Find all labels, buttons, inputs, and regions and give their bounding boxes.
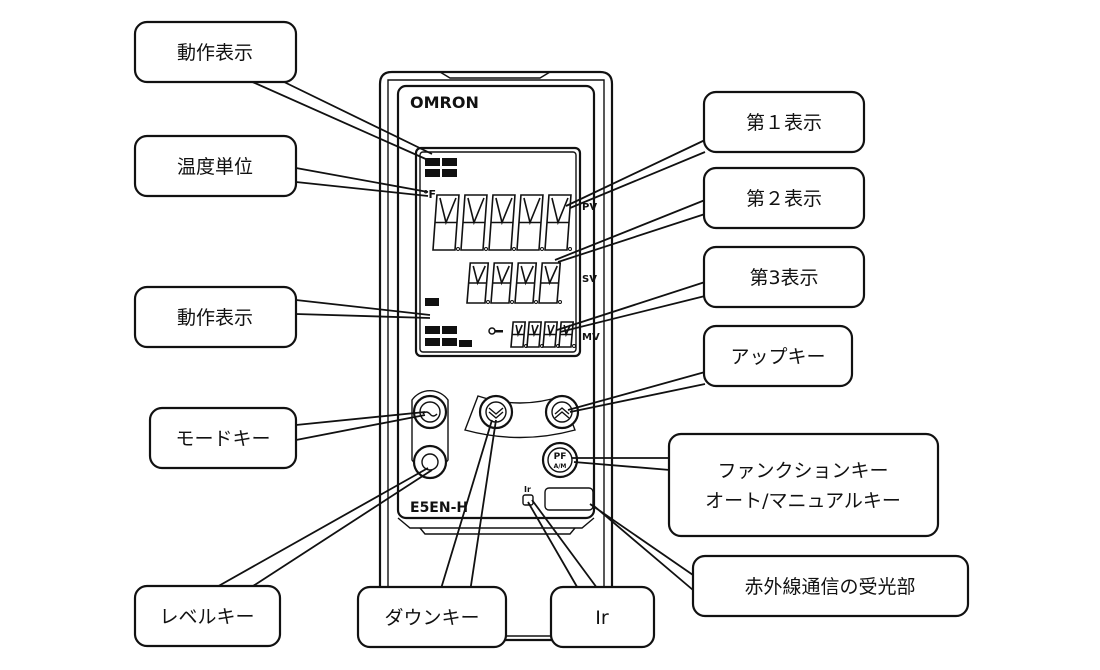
indicator-cmw	[425, 326, 440, 334]
svg-text:Ir: Ir	[595, 607, 609, 629]
callout-operation-indicator-top: 動作表示	[133, 20, 298, 84]
lcd-frame	[414, 146, 582, 358]
pv-label: PV	[582, 202, 597, 213]
svg-text:第１表示: 第１表示	[746, 112, 822, 134]
sv-digit	[514, 262, 538, 304]
svg-text:温度単位: 温度単位	[177, 156, 253, 178]
svg-text:第3表示: 第3表示	[749, 267, 818, 289]
pv-display: PV	[432, 194, 597, 251]
ir-device-label: Ir	[524, 485, 531, 494]
callout-ir-receiver: 赤外線通信の受光部	[691, 554, 970, 618]
callout-function-key: ファンクションキー オート/マニュアルキー	[667, 432, 940, 538]
pv-digit	[488, 194, 516, 251]
indicator-out1	[425, 338, 440, 346]
svg-text:動作表示: 動作表示	[177, 42, 253, 64]
indicator-out2	[442, 338, 457, 346]
am-key-text: A/M	[554, 463, 567, 470]
indicator-ha	[425, 169, 440, 177]
callout-operation-indicator-bottom: 動作表示	[133, 285, 298, 349]
leader-lines	[214, 79, 706, 593]
ir-receiver-window	[544, 487, 594, 511]
svg-text:動作表示: 動作表示	[177, 307, 253, 329]
callout-ir: Ir	[549, 585, 656, 649]
down-arrow-icon	[488, 407, 504, 419]
mv-display: MV	[510, 321, 600, 348]
indicator-stop	[425, 298, 439, 306]
operation-indicators-bottom	[425, 298, 472, 347]
indicator-out3	[459, 340, 472, 347]
svg-text:オート/マニュアルキー: オート/マニュアルキー	[705, 490, 901, 512]
down-key-button[interactable]	[478, 394, 514, 430]
sv-label: SV	[582, 274, 597, 285]
sv-display: SV	[466, 262, 597, 304]
level-key-button[interactable]	[412, 444, 448, 480]
indicator-sub2	[442, 158, 457, 166]
svg-text:ダウンキー: ダウンキー	[384, 607, 479, 629]
mode-key-button[interactable]	[412, 394, 448, 430]
indicator-sub1	[425, 158, 440, 166]
sv-digit	[538, 262, 562, 304]
indicator-mw	[442, 326, 457, 334]
callout-down-key: ダウンキー	[356, 585, 508, 649]
callout-display-1: 第１表示	[702, 90, 866, 154]
svg-text:赤外線通信の受光部: 赤外線通信の受光部	[744, 576, 915, 598]
callout-up-key: アップキー	[702, 324, 854, 388]
key-lock-icon	[488, 327, 503, 335]
up-arrow-icon	[554, 407, 570, 419]
function-key-button[interactable]: PF A/M	[541, 441, 579, 479]
pv-digit	[460, 194, 488, 251]
mv-label: MV	[582, 332, 600, 343]
brand-logo: OMRON	[410, 93, 479, 112]
indicator-sub3	[442, 169, 457, 177]
pv-digit	[516, 194, 544, 251]
pv-digit	[432, 194, 460, 251]
svg-text:レベルキー: レベルキー	[159, 606, 254, 628]
svg-text:第２表示: 第２表示	[746, 188, 822, 210]
operation-indicators-top	[425, 158, 457, 177]
sv-digit	[490, 262, 514, 304]
svg-text:モードキー: モードキー	[175, 428, 270, 450]
controller-device: OMRON °F PV SV MV	[378, 70, 614, 642]
top-latch	[439, 71, 551, 79]
model-label: E5EN-H	[410, 500, 468, 516]
bottom-latch-1	[397, 517, 595, 529]
callout-temperature-unit: 温度単位	[133, 134, 298, 198]
level-icon	[421, 453, 439, 471]
temp-unit-symbol: °F	[423, 188, 436, 201]
svg-text:ファンクションキー: ファンクションキー	[717, 460, 888, 482]
sv-digit	[466, 262, 490, 304]
callout-display-2: 第２表示	[702, 166, 866, 230]
bottom-latch-2	[419, 527, 576, 535]
pf-key-text: PF	[554, 452, 567, 462]
svg-text:アップキー: アップキー	[730, 346, 825, 368]
pv-digit	[544, 194, 572, 251]
callout-level-key: レベルキー	[133, 584, 282, 648]
callout-mode-key: モードキー	[148, 406, 298, 470]
callout-display-3: 第3表示	[702, 245, 866, 309]
